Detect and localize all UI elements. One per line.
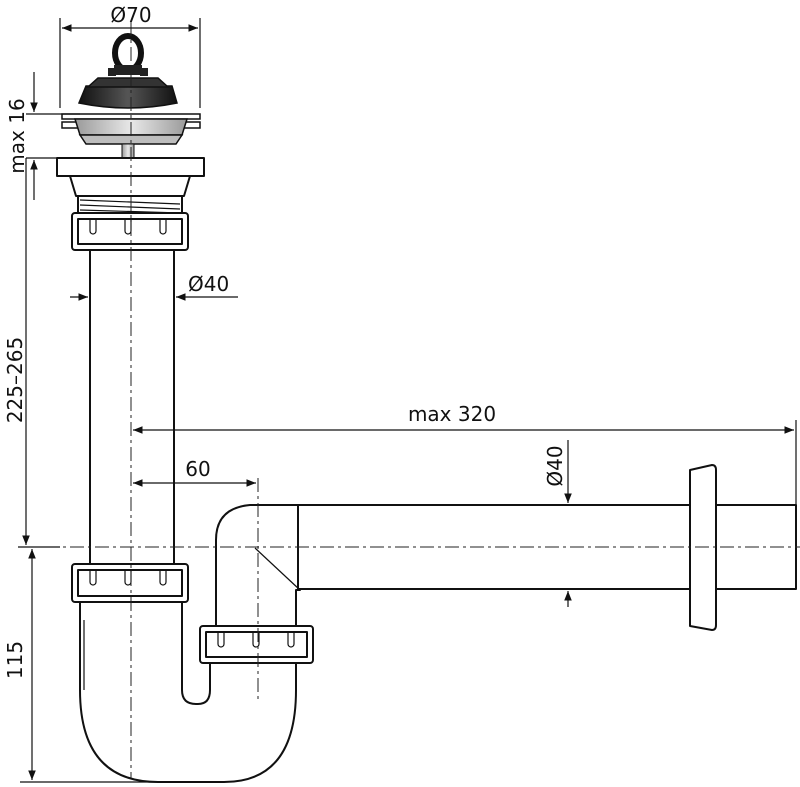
trap-bowl [79,601,297,783]
label-outlet-diameter: Ø40 [543,445,567,486]
dim-trap-depth: 115 [3,549,220,783]
vertical-tube [89,249,175,566]
center-lines [20,22,800,778]
label-tube-diameter: Ø40 [188,272,229,296]
strainer-plug [77,33,178,109]
dim-outlet-offset: 60 [133,457,256,487]
label-vertical-length: 225–265 [3,337,27,423]
label-strainer-diameter: Ø70 [110,3,151,27]
trap-riser [199,504,314,664]
label-outlet-offset: 60 [185,457,210,481]
dim-strainer-diameter: Ø70 [59,3,201,108]
dim-vertical-length: 225–265 [3,158,60,548]
dim-tube-diameter: Ø40 [70,272,238,301]
upper-union-nut [71,212,189,251]
dim-horizontal-length: max 320 [133,402,797,505]
label-horizontal-length: max 320 [408,402,496,426]
dim-outlet-diameter: Ø40 [543,440,572,607]
label-strainer-height: max 16 [5,98,29,173]
dim-strainer-height: max 16 [5,72,80,200]
lower-union-nut [71,563,189,603]
label-trap-depth: 115 [3,641,27,679]
